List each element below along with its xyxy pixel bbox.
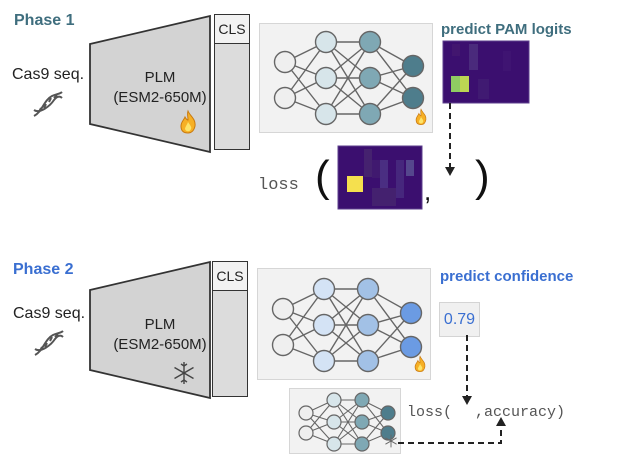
nn-node: [358, 102, 382, 126]
nn-node: [314, 66, 338, 90]
phase2-plm-model: (ESM2-650M): [113, 336, 207, 353]
fire-icon: [178, 109, 198, 139]
nn-node: [354, 392, 370, 408]
phase1-title: Phase 1: [14, 12, 75, 29]
nn-node: [401, 86, 425, 110]
nn-node: [354, 414, 370, 430]
nn-node: [356, 349, 380, 373]
frozen-phase1-head: [289, 388, 401, 454]
phase2-dashed-arrow-accuracy: [398, 417, 506, 444]
phase2-input-label: Cas9 seq.: [13, 305, 86, 322]
heatmap-cell: [478, 79, 489, 99]
dna-icon: [31, 325, 67, 366]
phase1-input-label: Cas9 seq.: [12, 66, 85, 83]
phase2-loss-start: loss(: [407, 404, 453, 421]
nn-node: [326, 414, 342, 430]
phase2-output-title: predict confidence: [440, 268, 574, 285]
nn-node: [354, 436, 370, 452]
phase2-cls-token-column: CLS: [212, 261, 248, 397]
fire-icon: [413, 355, 427, 378]
nn-node: [358, 30, 382, 54]
heatmap-cell: [452, 44, 460, 56]
phase2-nn-diagram: [271, 277, 423, 373]
phase1-loss-open-paren: (: [315, 152, 330, 201]
nn-node: [314, 30, 338, 54]
nn-node: [326, 392, 342, 408]
heatmap-cell-peak: [460, 76, 469, 92]
heatmap-cell: [396, 160, 404, 198]
phase1-nn-diagram: [273, 30, 425, 126]
nn-node: [399, 301, 423, 325]
nn-node: [326, 436, 342, 452]
phase1-cls-label: CLS: [215, 15, 249, 44]
snowflake-icon: [384, 434, 398, 453]
heatmap-cell-peak: [451, 76, 460, 92]
nn-node: [356, 313, 380, 337]
dna-icon: [30, 86, 66, 127]
phase1-dashed-arrow: [445, 103, 455, 176]
phase1-cls-token-column: CLS: [214, 14, 250, 150]
heatmap-cell: [406, 160, 414, 176]
phase2-dashed-arrow-down: [462, 335, 472, 405]
nn-node: [298, 425, 314, 441]
nn-node: [271, 333, 295, 357]
phase1-loss-comma: ,: [424, 176, 432, 206]
fire-icon: [414, 108, 428, 131]
nn-node: [401, 54, 425, 78]
phase2-loss-end: ,accuracy): [475, 404, 566, 421]
phase1-prediction-head: [259, 23, 433, 133]
heatmap-cell-peak: [347, 176, 363, 192]
phase1-plm-model: (ESM2-650M): [113, 89, 207, 106]
snowflake-icon: [172, 361, 196, 390]
nn-node: [312, 349, 336, 373]
heatmap-cell: [372, 188, 396, 206]
nn-node: [380, 405, 396, 421]
heatmap-cell: [380, 160, 388, 198]
nn-node: [356, 277, 380, 301]
nn-node: [312, 313, 336, 337]
heatmap-cell: [372, 160, 380, 178]
phase2-title: Phase 2: [13, 261, 74, 278]
phase2-cls-label: CLS: [213, 262, 247, 291]
phase1-output-title: predict PAM logits: [441, 21, 572, 38]
frozen-nn-diagram: [298, 392, 396, 452]
nn-node: [273, 50, 297, 74]
predicted-pam-heatmap: [442, 40, 530, 104]
nn-node: [312, 277, 336, 301]
phase1-plm-encoder: [89, 14, 211, 154]
heatmap-cell: [503, 51, 511, 71]
nn-node: [314, 102, 338, 126]
phase1-loss-close-paren: ): [475, 152, 490, 201]
nn-node: [298, 405, 314, 421]
nn-node: [380, 425, 396, 441]
phase1-loss-label: loss: [258, 176, 299, 195]
nn-node: [358, 66, 382, 90]
phase2-prediction-head: [257, 268, 431, 380]
true-pam-heatmap: [337, 145, 423, 210]
phase2-plm-name: PLM: [144, 316, 176, 333]
heatmap-cell: [469, 44, 478, 70]
nn-node: [273, 86, 297, 110]
heatmap-cell: [364, 149, 372, 177]
phase1-plm-name: PLM: [144, 69, 176, 86]
phase2-plm-encoder: [89, 260, 211, 400]
nn-node: [399, 335, 423, 359]
confidence-value: 0.79: [439, 302, 480, 337]
nn-node: [271, 297, 295, 321]
